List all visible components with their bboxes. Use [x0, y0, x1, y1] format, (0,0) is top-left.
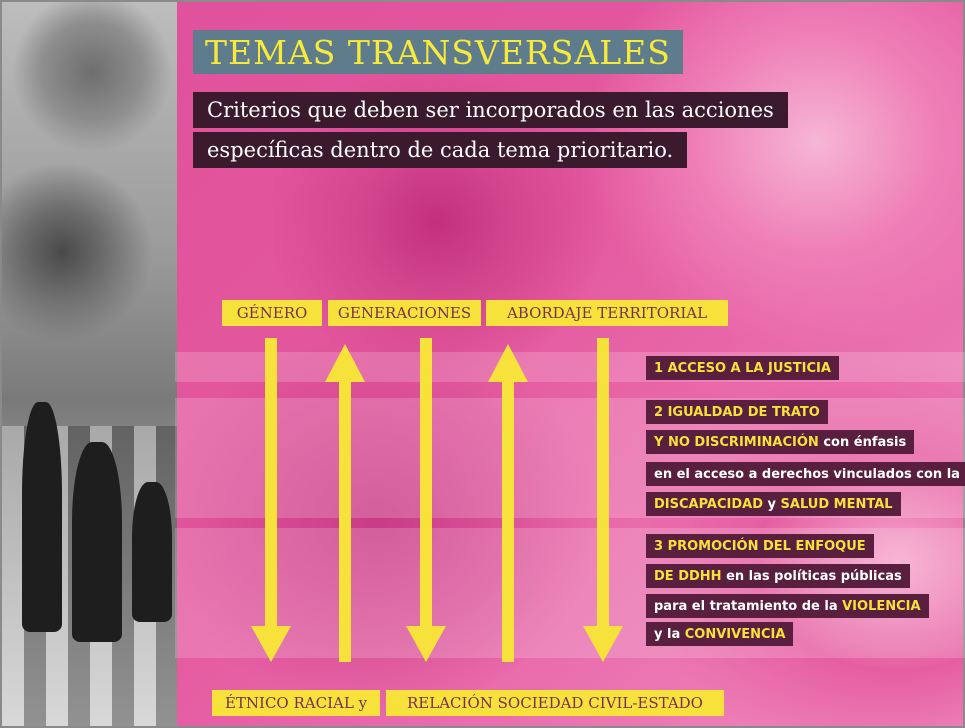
item3-y-la: y la: [654, 626, 685, 642]
item2-line-2: Y NO DISCRIMINACIÓN con énfasis: [646, 430, 915, 454]
item3-tratamiento: para el tratamiento de la: [654, 598, 843, 614]
item2-no-discriminacion: Y NO DISCRIMINACIÓN: [654, 434, 819, 450]
item3-ddhh: DE DDHH: [654, 568, 722, 584]
chess-piece: [22, 402, 62, 632]
arrow-down-2: [406, 338, 446, 662]
item3-line-3: para el tratamiento de la VIOLENCIA: [646, 594, 929, 618]
item2-discapacidad: DISCAPACIDAD: [654, 496, 764, 512]
item3-violencia: VIOLENCIA: [842, 598, 921, 614]
arrow-up-2: [488, 344, 528, 662]
arrow-down-1: [251, 338, 291, 662]
subtitle-line-2: específicas dentro de cada tema priorita…: [193, 132, 688, 168]
subtitle-line-1: Criterios que deben ser incorporados en …: [193, 92, 788, 128]
item3-politicas: en las políticas públicas: [721, 568, 902, 584]
item-acceso-justicia: 1 ACCESO A LA JUSTICIA: [646, 356, 839, 380]
item2-line-3: en el acceso a derechos vinculados con l…: [646, 462, 965, 486]
chess-photo: [2, 2, 177, 726]
chess-piece: [72, 442, 122, 642]
item2-enfasis: con énfasis: [818, 434, 907, 450]
tag-abordaje-territorial: ABORDAJE TERRITORIAL: [486, 300, 728, 326]
item3-line-2: DE DDHH en las políticas públicas: [646, 564, 910, 588]
item2-heading: 2 IGUALDAD DE TRATO: [654, 404, 820, 420]
item2-y: y: [763, 496, 781, 512]
tag-etnico-racial: ÉTNICO RACIAL y: [212, 690, 380, 716]
item2-salud-mental: SALUD MENTAL: [780, 496, 893, 512]
item3-convivencia: CONVIVENCIA: [684, 626, 786, 642]
chess-piece: [132, 482, 172, 622]
item2-line-1: 2 IGUALDAD DE TRATO: [646, 400, 828, 424]
poster-title: TEMAS TRANSVERSALES: [193, 30, 683, 74]
item3-line-4: y la CONVIVENCIA: [646, 622, 794, 646]
tag-relacion-sociedad-civil-estado: RELACIÓN SOCIEDAD CIVIL-ESTADO: [386, 690, 724, 716]
arrow-down-3: [583, 338, 623, 662]
item2-derechos: en el acceso a derechos vinculados con l…: [654, 466, 960, 482]
tag-generaciones: GENERACIONES: [328, 300, 481, 326]
item3-line-1: 3 PROMOCIÓN DEL ENFOQUE: [646, 534, 874, 558]
item3-heading: 3 PROMOCIÓN DEL ENFOQUE: [654, 538, 866, 554]
arrow-up-1: [325, 344, 365, 662]
tag-genero: GÉNERO: [222, 300, 322, 326]
item1-text: 1 ACCESO A LA JUSTICIA: [654, 360, 831, 376]
item2-line-4: DISCAPACIDAD y SALUD MENTAL: [646, 492, 901, 516]
